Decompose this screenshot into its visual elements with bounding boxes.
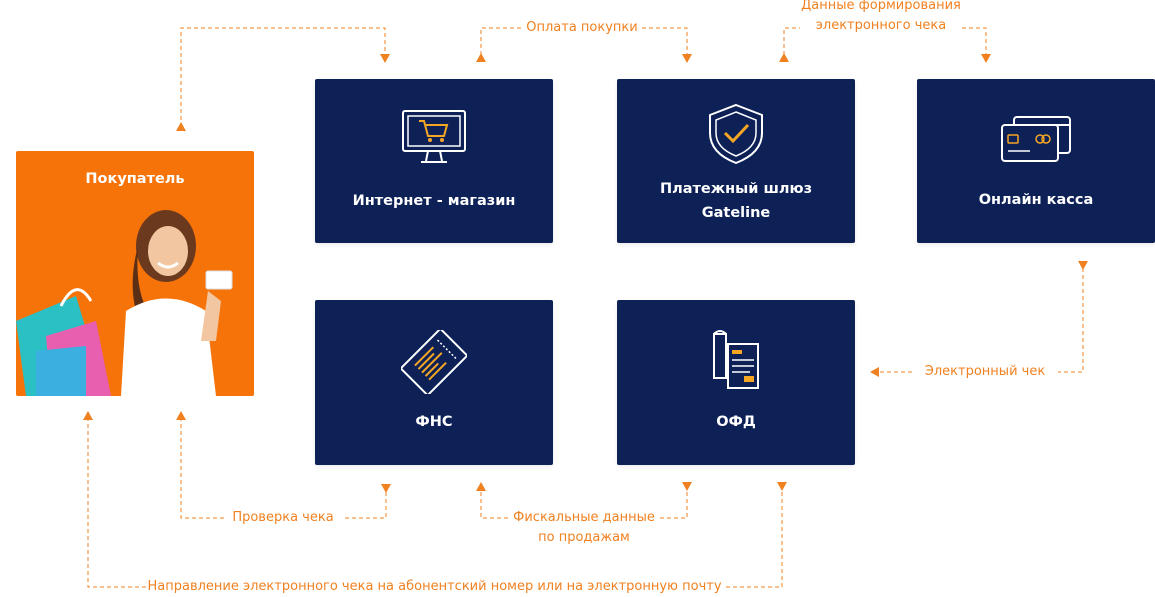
flow-label-check-verify: Проверка чека <box>224 508 342 528</box>
connector-buyer-shop <box>180 27 386 120</box>
arrow-up <box>176 122 186 131</box>
buyer-card: Покупатель <box>16 151 254 396</box>
arrow-up <box>176 411 186 420</box>
arrow-down <box>682 54 692 63</box>
flow-label-delivery: Направление электронного чека на абонент… <box>146 577 723 597</box>
shield-check-icon <box>709 103 763 165</box>
flow-label-fiscal-line1: Фискальные данные <box>508 508 660 528</box>
shop-label: Интернет - магазин <box>352 193 516 209</box>
shopper-illustration <box>16 210 233 396</box>
flow-label-e-receipt: Электронный чек <box>914 362 1056 382</box>
connector-receipt-data-right <box>955 27 987 55</box>
flow-label-receipt-data-line2: электронного чека <box>800 16 962 36</box>
arrow-down <box>777 482 787 491</box>
kassa-label: Онлайн касса <box>978 192 1094 208</box>
arrow-down <box>981 54 991 63</box>
documents-icon <box>713 330 759 389</box>
arrow-up <box>779 53 789 62</box>
buyer-label: Покупатель <box>85 171 185 187</box>
receipt-ticket-icon <box>401 330 467 394</box>
node-payment-gateway: Платежный шлюз Gateline <box>617 79 855 243</box>
arrow-up <box>476 53 486 62</box>
node-fns: ФНС <box>315 300 553 465</box>
arrow-down <box>682 482 692 491</box>
connector-payment-right <box>642 27 688 55</box>
arrow-up <box>476 482 486 491</box>
credit-cards-icon <box>1001 116 1071 162</box>
connector-fiscal <box>480 492 508 519</box>
node-ofd: ОФД <box>617 300 855 465</box>
flow-label-fiscal-line2: по продажам <box>508 528 660 548</box>
flow-label-payment: Оплата покупки <box>522 18 642 38</box>
arrow-down <box>380 54 390 63</box>
arrow-up <box>83 411 93 420</box>
ofd-label: ОФД <box>716 414 756 430</box>
arrow-down <box>381 484 391 493</box>
connector-delivery-left <box>87 420 146 588</box>
connector-payment <box>480 27 522 55</box>
node-internet-shop: Интернет - магазин <box>315 79 553 243</box>
monitor-cart-icon <box>402 110 466 163</box>
connector-check-verify-left <box>180 420 224 519</box>
arrow-left <box>870 367 879 377</box>
gateway-label-line2: Gateline <box>701 205 771 221</box>
flow-label-receipt-data-line1: Данные формирования <box>800 0 962 16</box>
arrow-down <box>1078 261 1088 270</box>
connector-e-receipt <box>1058 268 1084 373</box>
connector-delivery <box>723 492 783 588</box>
connector-fiscal-right <box>660 492 688 519</box>
connector-check-verify <box>340 492 387 519</box>
gateway-label-line1: Платежный шлюз <box>659 181 813 197</box>
fns-label: ФНС <box>415 414 453 430</box>
node-online-kassa: Онлайн касса <box>917 79 1155 243</box>
